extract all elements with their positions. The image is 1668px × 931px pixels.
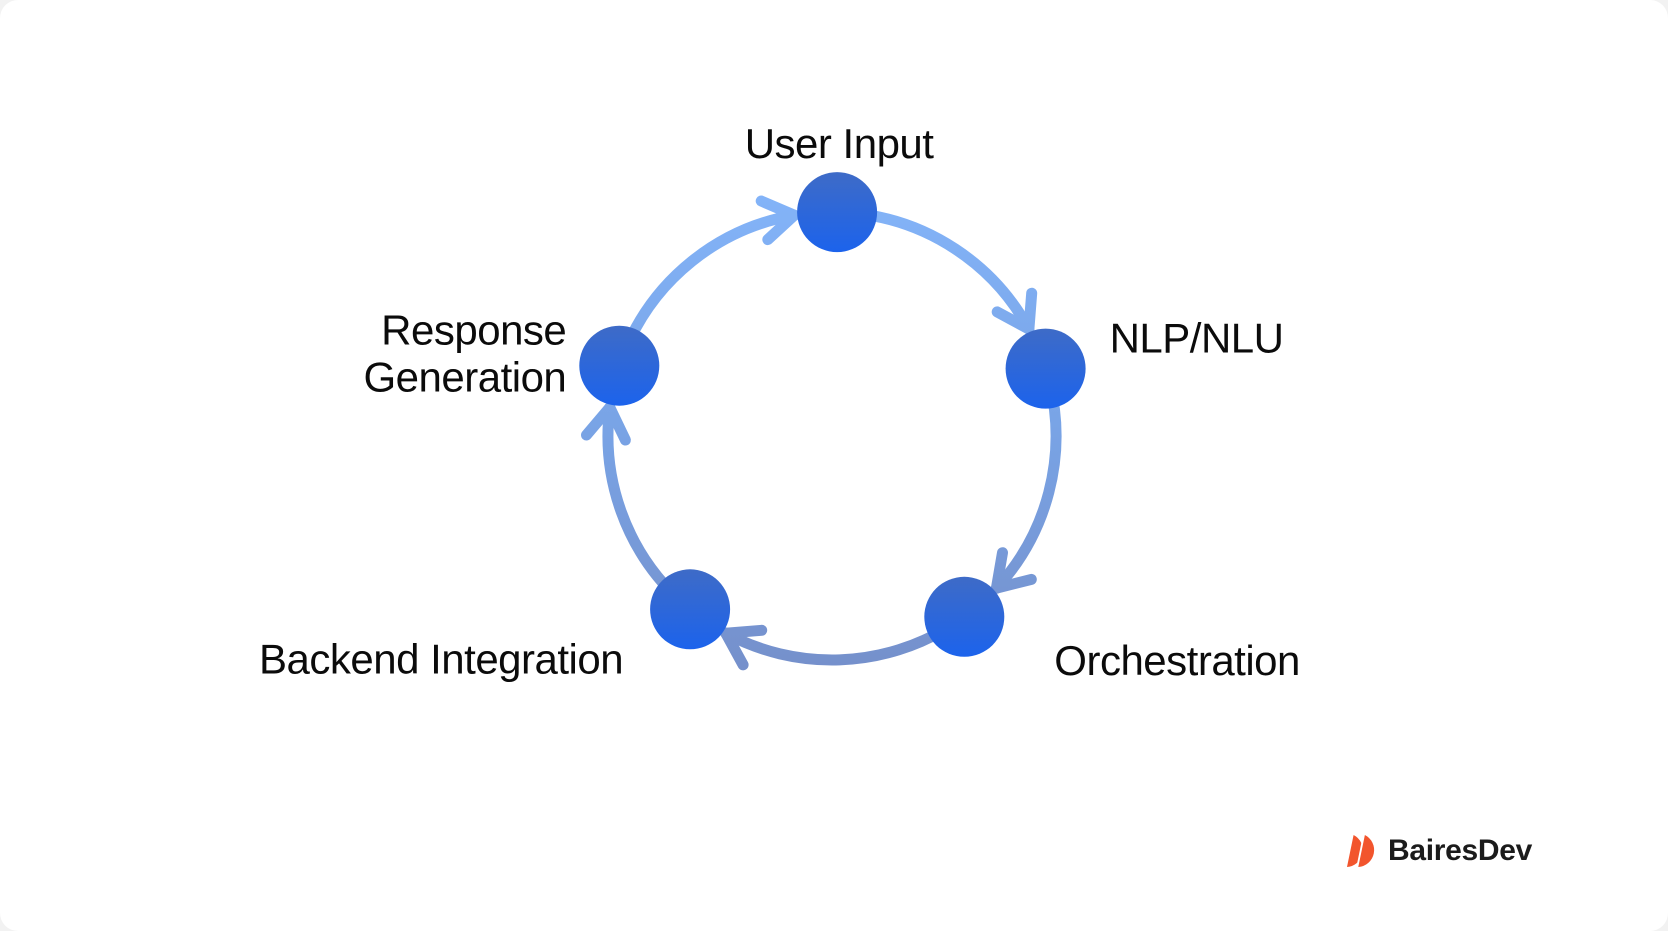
arrowhead-user-input [762,209,800,246]
label-backend-integration: Backend Integration [259,635,623,682]
bairesdev-logo-text: BairesDev [1388,834,1533,867]
arrow-response-generation-to-user-input [619,209,800,357]
arrowhead-response-generation [604,402,631,446]
label-nlp-nlu: NLP/NLU [1110,315,1284,362]
node-user-input [797,172,878,253]
arrow-user-input-to-nlp-nlu [847,207,1035,335]
cycle-nodes [579,172,1086,657]
arrow-backend-integration-to-response-generation [602,402,684,605]
bairesdev-logo-icon [1347,834,1376,868]
node-orchestration [924,576,1005,657]
label-orchestration: Orchestration [1054,637,1300,684]
arrowhead-nlp-nlu [991,306,1035,335]
node-nlp-nlu [1005,328,1086,409]
bairesdev-logo: BairesDev [1347,834,1532,868]
arrow-nlp-nlu-to-orchestration [990,378,1062,594]
node-response-generation [579,325,660,406]
node-backend-integration [650,569,731,650]
label-user-input: User Input [745,120,935,167]
arrowhead-orchestration [990,547,1008,594]
arrow-orchestration-to-backend-integration [720,620,957,666]
flow-arrows [581,195,1062,671]
arrowhead-backend-integration [720,624,768,639]
